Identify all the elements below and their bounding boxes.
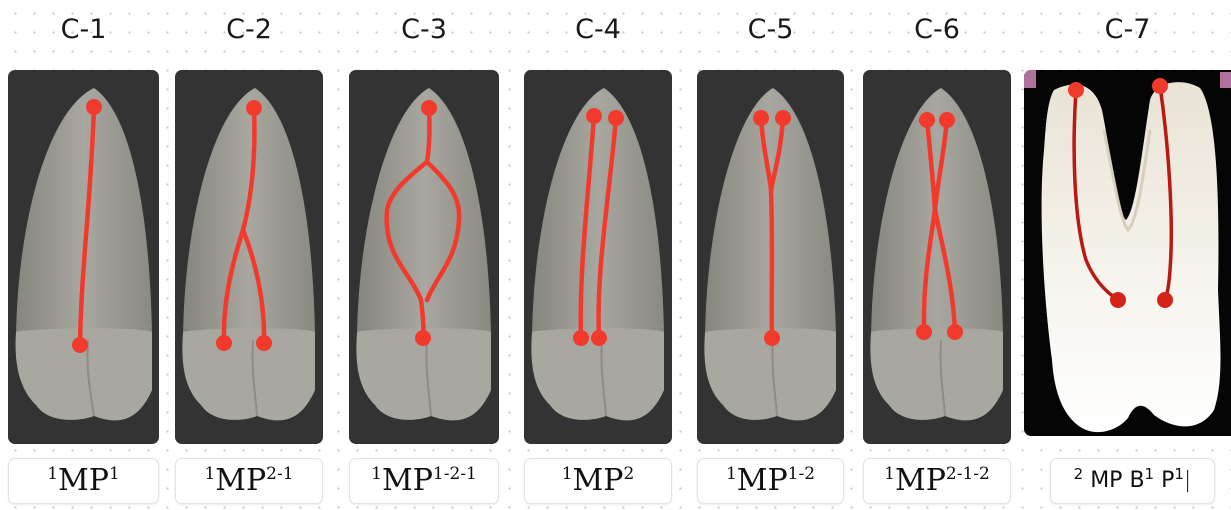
canal-code-label: 1MP1-2-1 (349, 458, 499, 504)
panel-c4: C-4 1MP2 (524, 0, 672, 510)
panel-header: C-6 (863, 14, 1011, 45)
canal-orifice (753, 110, 769, 126)
apical-foramen (591, 330, 607, 346)
panel-c2: C-2 1MP2-1 (175, 0, 323, 510)
tooth-image (349, 70, 499, 444)
apical-foramen (415, 330, 431, 346)
tooth-diagram (8, 70, 159, 444)
panel-c3: C-3 1MP1-2-1 (349, 0, 499, 510)
tooth-crown (182, 328, 315, 420)
apical-foramen (256, 335, 272, 351)
panel-header: C-5 (697, 14, 844, 45)
tooth-image (863, 70, 1011, 444)
panel-header: C-2 (175, 14, 323, 45)
tooth-diagram (863, 70, 1011, 444)
canal-code-label: 1MP2-1-2 (863, 458, 1011, 504)
canal-orifice (608, 110, 624, 126)
panel-header: C-7 (1024, 14, 1231, 45)
canal-orifice (775, 110, 791, 126)
tooth-diagram (175, 70, 323, 444)
tooth-image (524, 70, 672, 444)
canal-orifice (939, 112, 955, 128)
canal-orifice (1068, 82, 1084, 98)
tooth-image (1024, 70, 1231, 436)
canal-orifice (919, 112, 935, 128)
apical-foramen (764, 330, 780, 346)
panel-c7: C-7 2 MP B1 P1| (1024, 0, 1231, 510)
canal-code-label: 2 MP B1 P1| (1050, 458, 1215, 504)
canal-orifice (246, 100, 262, 116)
tooth-diagram (524, 70, 672, 444)
apical-foramen (72, 337, 88, 353)
two-rooted-tooth (1042, 82, 1221, 432)
apical-foramen (1110, 292, 1126, 308)
tooth-root (357, 88, 491, 335)
tooth-image (175, 70, 323, 444)
canal-orifice (1152, 78, 1168, 94)
corner-mark (1220, 72, 1231, 88)
tooth-image (8, 70, 159, 444)
apical-foramen (216, 335, 232, 351)
canal-code-label: 1MP1 (8, 458, 159, 504)
tooth-diagram (697, 70, 844, 444)
canal-orifice (421, 100, 437, 116)
apical-foramen (573, 330, 589, 346)
canal-code-label: 1MP2 (524, 458, 672, 504)
canal-code-label: 1MP2-1 (175, 458, 323, 504)
tooth-diagram (349, 70, 499, 444)
panel-header: C-3 (349, 14, 499, 45)
apical-foramen (916, 324, 932, 340)
tooth-image (697, 70, 844, 444)
panel-c5: C-5 1MP1-2 (697, 0, 844, 510)
apical-foramen (947, 324, 963, 340)
panel-c1: C-1 1MP1 (8, 0, 159, 510)
canal-code-label: 1MP1-2 (697, 458, 844, 504)
canal-orifice (586, 108, 602, 124)
canal-orifice (86, 99, 102, 115)
corner-mark (1024, 70, 1036, 88)
tooth-crown (870, 328, 1003, 420)
apical-foramen (1157, 292, 1173, 308)
panel-header: C-4 (524, 14, 672, 45)
panel-header: C-1 (8, 14, 159, 45)
tooth-diagram (1024, 70, 1231, 436)
panel-c6: C-6 1MP2-1-2 (863, 0, 1011, 510)
